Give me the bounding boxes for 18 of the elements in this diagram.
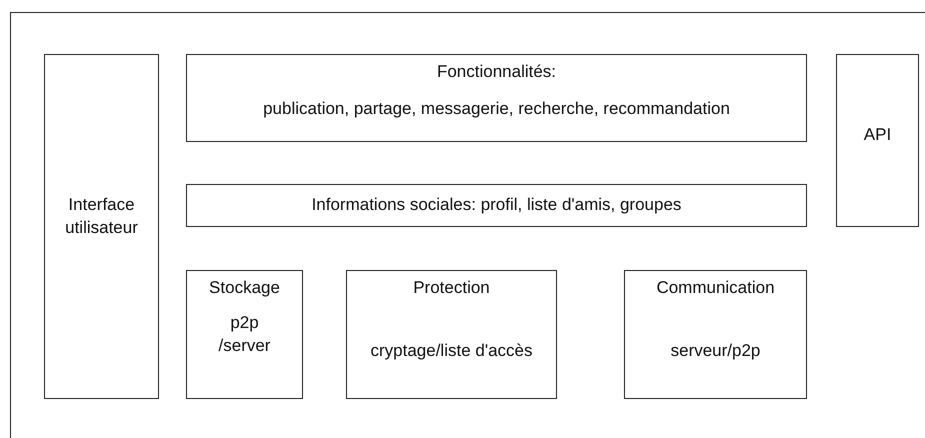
component-box (836, 54, 919, 227)
component-box (624, 270, 807, 399)
component-box (44, 54, 159, 399)
component-box (186, 184, 807, 227)
component-box (346, 270, 557, 399)
component-box (186, 54, 807, 142)
box-title: Protection (413, 277, 490, 299)
box-text: p2p /server (218, 312, 272, 357)
box-title: Informations sociales: profil, liste d'amis, groupes (312, 194, 682, 216)
box-text: serveur/p2p (670, 340, 760, 362)
box-text: publication, partage, messagerie, recherche, recommandation (263, 98, 730, 120)
box-title: Communication (656, 277, 775, 299)
box-text: cryptage/liste d'accès (370, 340, 532, 362)
box-title: Fonctionnalités: (436, 61, 556, 83)
box-title: API (864, 124, 892, 146)
component-box (186, 270, 303, 399)
box-title: Stockage (209, 277, 280, 299)
box-title: Interface utilisateur (64, 194, 139, 238)
